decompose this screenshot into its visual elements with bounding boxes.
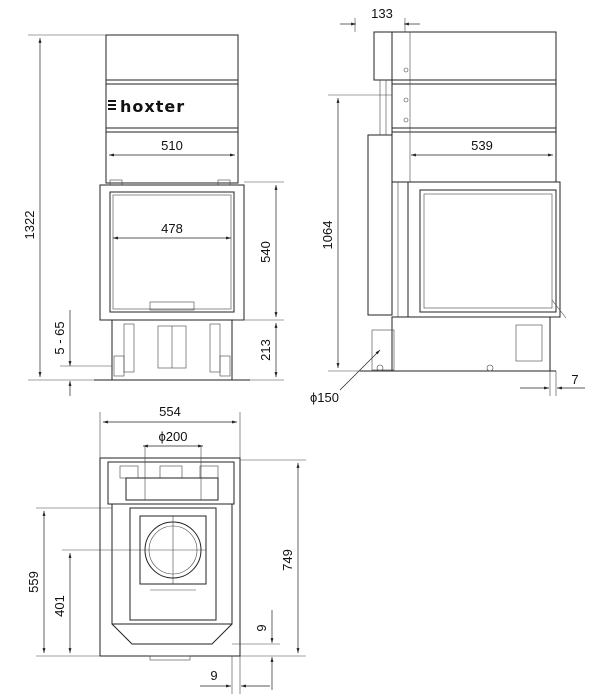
dim-top-depth: 749: [280, 549, 295, 571]
dim-side-height: 1064: [320, 221, 335, 250]
dim-top-small-bottom: 9: [210, 668, 217, 683]
dim-total-height: 1322: [22, 211, 37, 240]
side-view: 133 539 1064 ϕ150 7: [310, 6, 585, 405]
dim-side-flue: ϕ150: [310, 390, 339, 405]
dim-top-small-right: 9: [254, 624, 269, 631]
dim-foot-adjust: 5 - 65: [52, 321, 67, 354]
brand-mark-icon: [108, 100, 116, 110]
dim-side-offset: 7: [571, 372, 578, 387]
dim-top-flue: ϕ200: [159, 429, 188, 444]
side-door-frame: [407, 181, 561, 318]
dim-base-height: 213: [258, 339, 273, 361]
front-door-frame: [99, 184, 245, 321]
side-upper-housing: [391, 31, 557, 183]
front-upper-housing: [105, 34, 239, 184]
front-glass: [109, 191, 235, 313]
dim-top-width: 554: [159, 404, 181, 419]
front-view: hoxter 1322 510 478: [22, 34, 284, 396]
top-outer: [99, 457, 241, 657]
dim-top-559: 559: [26, 571, 41, 593]
side-rear-duct: [373, 31, 393, 81]
dim-side-depth-top: 133: [371, 6, 393, 21]
top-view: 554 ϕ200 749 559 401 9 9: [26, 404, 306, 694]
dim-top-401: 401: [52, 595, 67, 617]
side-glass: [419, 189, 557, 313]
top-body: [111, 503, 233, 625]
dim-side-inner-depth: 539: [471, 138, 493, 153]
brand-logo: hoxter: [120, 97, 185, 116]
dim-glass-width: 478: [161, 221, 183, 236]
dim-door-height: 540: [258, 241, 273, 263]
dim-upper-width: 510: [161, 138, 183, 153]
